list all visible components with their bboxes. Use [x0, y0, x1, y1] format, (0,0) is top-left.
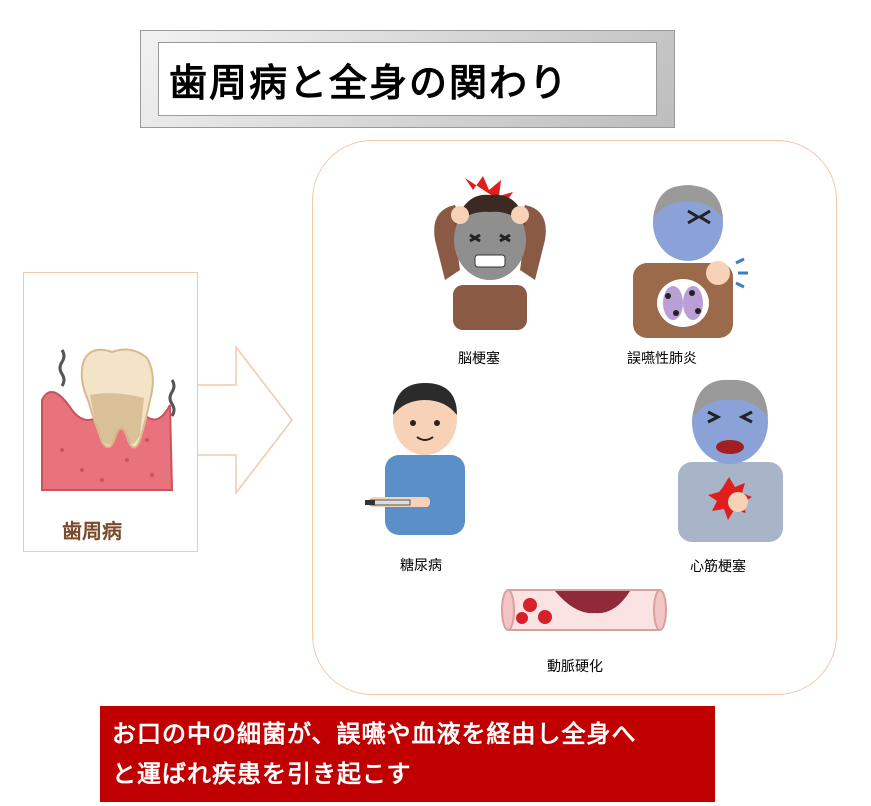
myocardial-infarction-illustration	[678, 379, 783, 542]
summary-line-1: お口の中の細菌が、誤嚥や血液を経由し全身へ	[112, 720, 637, 748]
aspiration-pneumonia-label: 誤嚥性肺炎	[627, 351, 697, 367]
tooth-gum-illustration	[41, 348, 176, 491]
page-title: 歯周病と全身の関わり	[169, 60, 570, 105]
title-banner-inner: 歯周病と全身の関わり	[158, 42, 657, 116]
arteriosclerosis-label: 動脈硬化	[547, 659, 603, 675]
periodontal-label: 歯周病	[62, 519, 122, 543]
myocardial-infarction-label: 心筋梗塞	[690, 559, 746, 575]
title-banner: 歯周病と全身の関わり	[140, 30, 675, 128]
right-arrow-icon	[198, 345, 293, 495]
arteriosclerosis-illustration	[501, 589, 667, 631]
diabetes-illustration	[365, 383, 465, 535]
aspiration-pneumonia-illustration	[633, 185, 748, 338]
diabetes-label: 糖尿病	[400, 558, 442, 574]
summary-line-2: と運ばれ疾患を引き起こす	[112, 760, 412, 788]
stroke-illustration	[434, 176, 546, 330]
summary-banner: お口の中の細菌が、誤嚥や血液を経由し全身へ と運ばれ疾患を引き起こす	[100, 706, 715, 802]
stroke-label: 脳梗塞	[458, 351, 500, 367]
